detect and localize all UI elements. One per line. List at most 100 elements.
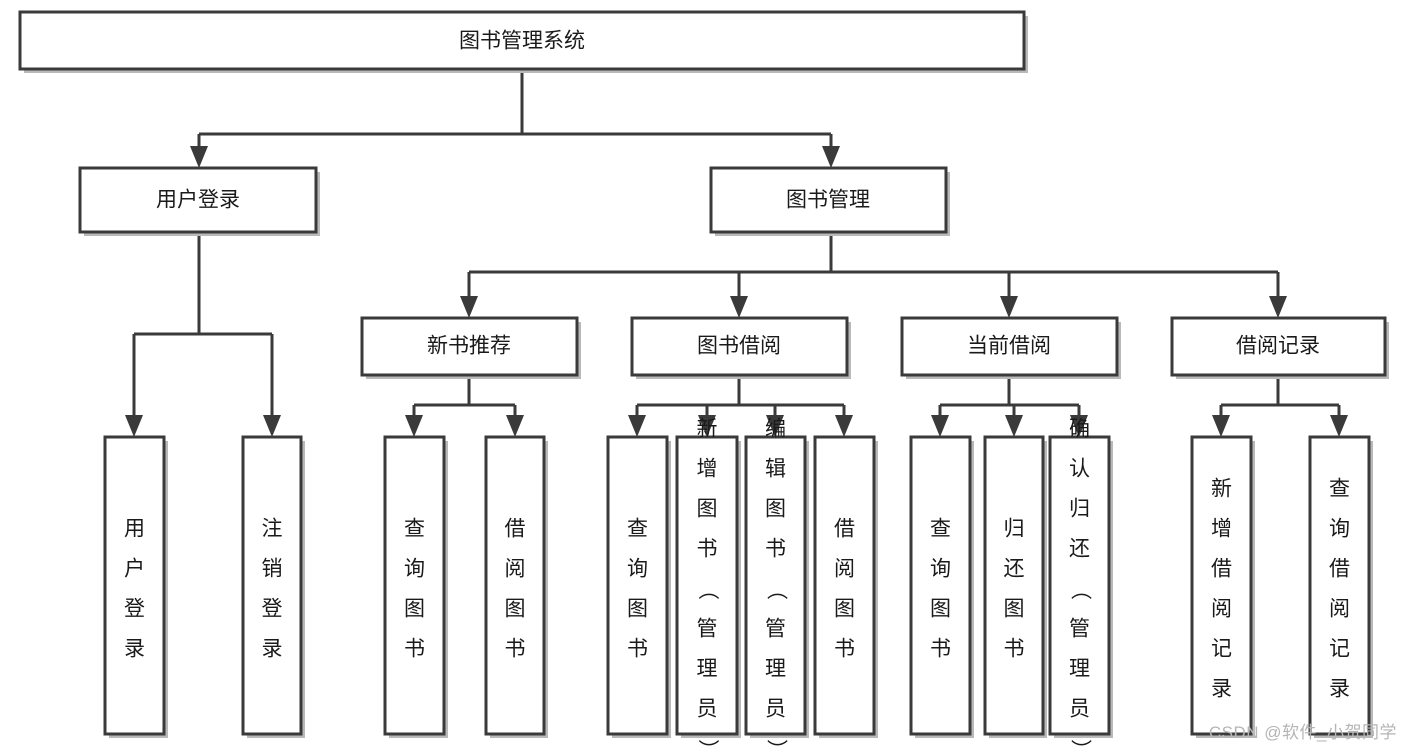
node-label: 借阅记录 xyxy=(1236,335,1320,358)
leaf-label-char: 管 xyxy=(1069,618,1090,641)
node-book-management[interactable]: 图书管理 xyxy=(709,166,950,236)
leaf-label-char: 询 xyxy=(930,558,951,581)
leaf-label-char: 阅 xyxy=(505,558,526,581)
node-label: 图书管理 xyxy=(786,189,870,212)
arrow-head-icon xyxy=(263,415,281,437)
leaf-label-char: 还 xyxy=(1004,558,1025,581)
node-user-login[interactable]: 用户登录 xyxy=(78,166,320,236)
arrow-head-icon xyxy=(730,296,748,318)
node-current-borrow[interactable]: 当前借阅 xyxy=(900,316,1121,379)
leaf-label-char: 编 xyxy=(765,418,786,441)
leaf-node[interactable]: 查询图书查询图书 xyxy=(606,435,671,738)
arrow-head-icon xyxy=(405,415,423,437)
edge-bookmgmt-to-level3 xyxy=(460,232,1287,318)
edge-userlogin-to-leaves xyxy=(125,232,281,437)
box-outline xyxy=(983,435,1045,736)
leaf-label-char: 新 xyxy=(697,418,718,441)
node-borrow-records[interactable]: 借阅记录 xyxy=(1170,316,1389,379)
leaf-label-char: 增 xyxy=(697,458,718,481)
node-label: 图书借阅 xyxy=(697,335,781,358)
leaf-node[interactable]: 查询图书查询图书 xyxy=(909,435,974,738)
box-outline xyxy=(1170,316,1387,377)
box-outline xyxy=(630,316,849,377)
box-outline xyxy=(484,435,546,736)
box-outline xyxy=(383,435,446,736)
leaf-label-char: 登 xyxy=(124,598,145,621)
node-new-book-recommend[interactable]: 新书推荐 xyxy=(360,316,581,379)
csdn-watermark: CSDN @软件_小贺同学 xyxy=(1208,723,1397,742)
arrow-head-icon xyxy=(1000,296,1018,318)
node-label: 图书管理系统 xyxy=(459,30,585,53)
leaf-label-char: 借 xyxy=(834,518,855,541)
node-root[interactable]: 图书管理系统 xyxy=(18,10,1028,73)
arrow-head-icon xyxy=(698,415,716,437)
leaf-label-char: 确 xyxy=(1069,418,1090,441)
leaf-label-char: 录 xyxy=(1329,678,1350,701)
leaf-label-char: 阅 xyxy=(1329,598,1350,621)
leaf-node[interactable]: 借阅图书借阅图书 xyxy=(484,435,548,738)
leaf-label-char: 阅 xyxy=(834,558,855,581)
leaf-label-char: 理 xyxy=(765,658,786,681)
leaf-label-char: 归 xyxy=(1004,518,1025,541)
leaf-label-char: 录 xyxy=(262,638,283,661)
leaf-label-char: 用 xyxy=(124,518,145,541)
arrow-head-icon xyxy=(1005,415,1023,437)
leaf-label-char: 图 xyxy=(505,598,526,621)
box-outline xyxy=(360,316,579,377)
leaf-label-char: 阅 xyxy=(1211,598,1232,621)
leaf-label-char: 书 xyxy=(1004,638,1025,661)
leaf-label-char: 书 xyxy=(697,538,718,561)
leaf-label-char: （ xyxy=(696,579,719,600)
leaf-label-char: 归 xyxy=(1069,498,1090,521)
leaf-label-char: 借 xyxy=(1211,558,1232,581)
node-book-borrow[interactable]: 图书借阅 xyxy=(630,316,851,379)
arrow-head-icon xyxy=(628,415,646,437)
leaf-label-char: 还 xyxy=(1069,538,1090,561)
edge-root-to-level2 xyxy=(190,69,840,168)
connector-layer xyxy=(125,69,1348,437)
leaf-label-char: 户 xyxy=(124,558,145,581)
leaf-label-char: 理 xyxy=(1069,658,1090,681)
box-outline xyxy=(241,435,303,736)
arrow-head-icon xyxy=(835,415,853,437)
leaf-label-char: 借 xyxy=(505,518,526,541)
box-outline xyxy=(103,435,166,736)
node-label: 当前借阅 xyxy=(967,335,1051,358)
leaf-node[interactable]: 归还图书归还图书 xyxy=(983,435,1047,738)
arrow-head-icon xyxy=(1070,415,1088,437)
leaf-label-char: 书 xyxy=(765,538,786,561)
edge-borrow-to-leaves xyxy=(628,375,853,437)
edge-records-to-leaves xyxy=(1212,375,1348,437)
edge-newbook-to-leaves xyxy=(405,375,524,437)
leaf-label-char: 辑 xyxy=(765,458,786,481)
leaf-label-char: 书 xyxy=(834,638,855,661)
leaf-label-char: 注 xyxy=(262,518,283,541)
leaf-node[interactable]: 注销登录注销登录 xyxy=(241,435,305,738)
leaf-label-char: 管 xyxy=(697,618,718,641)
arrow-head-icon xyxy=(931,415,949,437)
box-outline xyxy=(709,166,948,234)
node-label: 新书推荐 xyxy=(427,335,511,358)
leaf-label-char: 理 xyxy=(697,658,718,681)
leaf-node[interactable]: 用户登录用户登录 xyxy=(103,435,168,738)
leaf-label-char: 录 xyxy=(124,638,145,661)
leaf-label-char: 认 xyxy=(1069,458,1090,481)
leaf-node[interactable]: 查询图书查询图书 xyxy=(383,435,448,738)
leaf-node[interactable]: 借阅图书借阅图书 xyxy=(813,435,878,738)
leaf-node[interactable]: 新增借阅记录新增借阅记录 xyxy=(1190,435,1255,738)
box-outline xyxy=(1308,435,1371,736)
arrow-head-icon xyxy=(766,415,784,437)
leaf-label-char: 询 xyxy=(627,558,648,581)
box-outline xyxy=(675,435,739,736)
leaf-label-char: ） xyxy=(696,739,719,747)
leaf-label-char: ） xyxy=(1069,739,1092,747)
node-label: 用户登录 xyxy=(156,189,240,212)
leaf-node[interactable]: 查询借阅记录查询借阅记录 xyxy=(1308,435,1373,738)
leaf-layer: 用户登录用户登录注销登录注销登录查询图书查询图书借阅图书借阅图书查询图书查询图书… xyxy=(103,418,1373,747)
leaf-label-char: 销 xyxy=(262,558,283,581)
box-outline xyxy=(606,435,669,736)
